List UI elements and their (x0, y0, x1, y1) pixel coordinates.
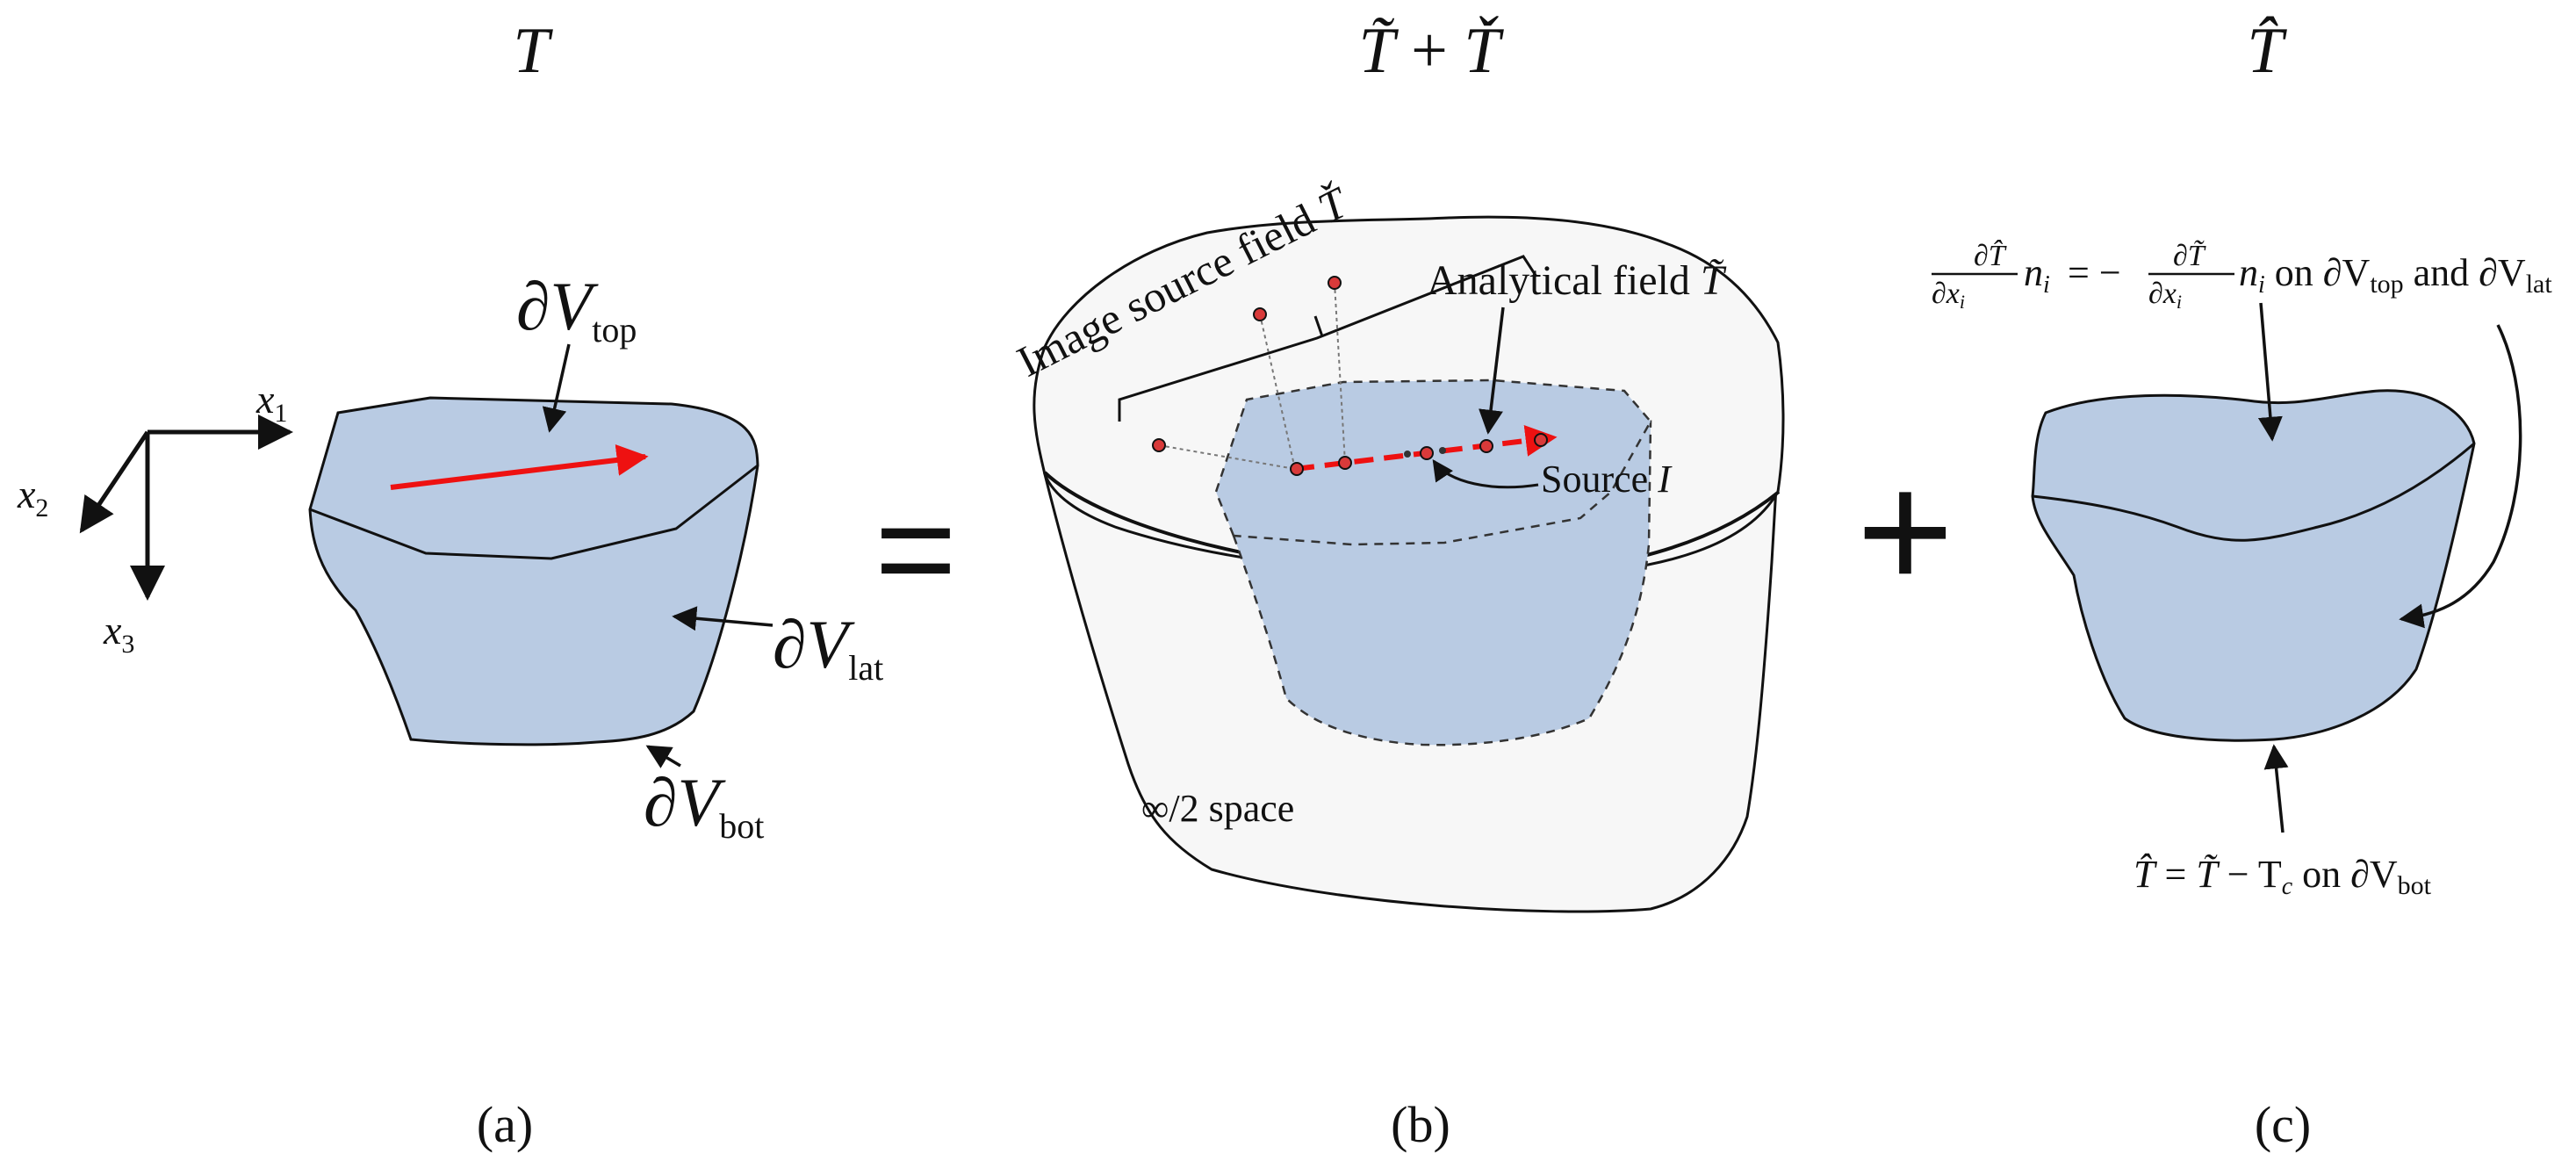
corrective-domain-body (2031, 389, 2476, 742)
direction-arrow-red (390, 444, 649, 490)
arrow-bottom-boundary (2263, 744, 2289, 833)
analytical-field-arrow (1479, 306, 1505, 435)
coordinate-axes (79, 415, 293, 601)
panel-b-title: T̃ + Ť (1358, 15, 1504, 87)
arrow-dV-top (542, 343, 571, 433)
source-points (1290, 433, 1548, 476)
corrective-domain-top-edge (2032, 442, 2475, 542)
panel-b: T̃ + Ť (1010, 15, 1785, 1153)
image-source-bracket-tick (1313, 315, 1324, 337)
analytical-field-label: Analytical field T̃ (1427, 257, 1727, 304)
bottom-boundary-condition: T̂ = T̃ − Tc on ∂Vbot (2133, 853, 2432, 900)
source-arrow (1432, 459, 1539, 489)
n-i-1: ni (2024, 251, 2050, 299)
image-point-3 (1328, 276, 1342, 290)
image-source-bracket (1118, 255, 1538, 422)
frac1-den: ∂xi (1932, 278, 1965, 313)
image-source-points (1152, 276, 1342, 452)
plus-sign: + (1857, 438, 1954, 624)
axis-x2-label: x2 (17, 472, 48, 523)
source-point-1 (1290, 462, 1304, 476)
axis-x1-label: x1 (255, 377, 287, 428)
arrow-top-boundary (2257, 302, 2283, 442)
frac2-den: ∂xi (2148, 278, 2182, 313)
equals-minus: = − (2068, 251, 2121, 294)
source-point-5 (1534, 433, 1548, 447)
panel-b-caption: (b) (1391, 1096, 1450, 1153)
source-point-3 (1420, 446, 1434, 460)
panel-c: T̂ ∂T̂ ∂xi ni = − ∂T̃ ∂xi ni on ∂Vtop an… (1932, 15, 2552, 1153)
label-dV-lat: ∂Vlat (773, 606, 883, 688)
domain-body-shape (308, 396, 759, 746)
axis-x2-arrow (79, 430, 150, 534)
label-dV-top: ∂Vtop (516, 268, 637, 350)
top-boundary-condition: ∂T̂ ∂xi ni = − ∂T̃ ∂xi ni on ∂Vtop and ∂… (1932, 239, 2552, 313)
half-space-label: ∞/2 space (1141, 787, 1294, 830)
n-i-2-and-boundaries: ni on ∂Vtop and ∂Vlat (2239, 251, 2552, 299)
equals-sign: = (874, 470, 956, 627)
source-label: Source I (1541, 458, 1673, 501)
domain-top-edge (309, 464, 759, 560)
panel-c-title: T̂ (2247, 15, 2287, 87)
source-point-4 (1479, 439, 1493, 453)
label-dV-bot: ∂Vbot (644, 764, 764, 846)
frac2-num: ∂T̃ (2173, 239, 2206, 272)
frac1-num: ∂T̂ (1974, 239, 2007, 272)
panel-a-caption: (a) (477, 1096, 533, 1153)
source-point-2 (1338, 456, 1352, 470)
axis-x3-label: x3 (103, 608, 134, 659)
arrow-dV-bot (645, 745, 681, 768)
arrow-dV-lat (672, 606, 774, 631)
image-point-2 (1253, 307, 1267, 321)
image-point-1 (1152, 438, 1166, 452)
arrow-lateral-boundary (2399, 324, 2522, 629)
source-marker-dots (1404, 447, 1446, 458)
panel-a: T x1 x2 x3 ∂Vtop ∂Vlat ∂Vbot (a) (17, 15, 883, 1153)
panel-a-title: T (513, 15, 553, 87)
image-source-guides (1158, 282, 1346, 470)
panel-c-caption: (c) (2255, 1096, 2311, 1153)
